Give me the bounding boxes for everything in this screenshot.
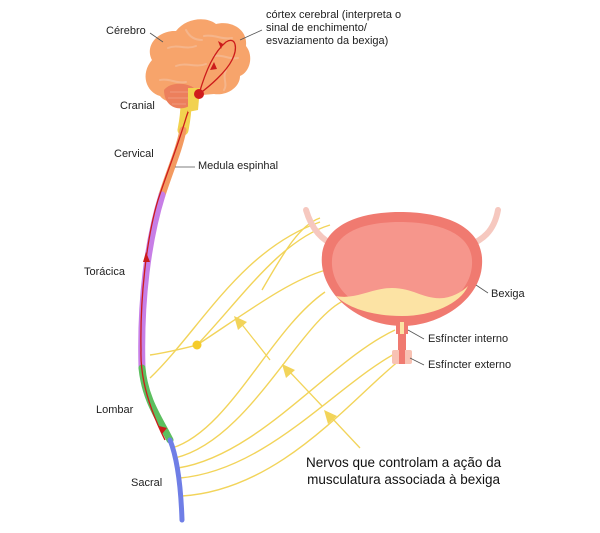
label-spinal-cord: Medula espinhal <box>198 160 279 172</box>
arrowhead-1 <box>234 316 247 330</box>
leader-external-sphincter <box>409 357 425 366</box>
nerve-thoracic-upper <box>149 221 321 379</box>
nerve-sacral-1 <box>177 329 396 469</box>
nerve-sacral-2 <box>179 349 403 479</box>
signal-path <box>140 93 200 441</box>
cortex-loop <box>198 39 237 95</box>
leader-bladder <box>475 284 489 294</box>
cortex-arrow-1 <box>210 62 217 70</box>
spinal-segment-sacral <box>167 437 185 523</box>
arrowhead-3 <box>324 410 337 424</box>
spinal-segment-thoracic <box>138 191 166 372</box>
arrow-line-2 <box>287 369 323 407</box>
external-sphincter-core <box>399 350 405 364</box>
arrow-line-1 <box>239 321 271 361</box>
nerve-ganglion-to-bladder <box>196 224 331 346</box>
label-brain: Cérebro <box>106 25 146 37</box>
cerebellum <box>164 83 196 109</box>
brain-folds <box>159 29 239 91</box>
label-cranial: Cranial <box>120 100 155 112</box>
label-lumbar: Lombar <box>96 404 134 416</box>
leader-cortex <box>239 29 263 41</box>
nerve-top <box>261 217 321 291</box>
brain <box>145 19 251 112</box>
signal-arrow-up <box>143 252 150 262</box>
internal-sphincter-core <box>400 322 404 334</box>
leader-lines <box>149 29 489 366</box>
caption-arrowheads <box>234 316 337 424</box>
label-external-sphincter: Esfíncter externo <box>428 359 512 371</box>
caption-arrows <box>239 321 361 449</box>
leader-internal-sphincter <box>407 329 425 340</box>
label-cervical: Cervical <box>114 148 154 160</box>
signal-arrow-down <box>159 426 167 434</box>
label-nerves-caption: Nervos que controlam a ação da musculatu… <box>306 455 502 487</box>
label-thoracic: Torácica <box>84 266 125 278</box>
cerebellum-lines <box>168 91 190 105</box>
cortex-arrow-2 <box>218 41 223 49</box>
nerve-sacral-3 <box>181 359 401 497</box>
ganglion-dot <box>192 340 202 350</box>
label-internal-sphincter: Esfíncter interno <box>428 333 509 345</box>
brainstem-signal-node <box>194 89 204 99</box>
arrowhead-2 <box>282 364 295 378</box>
bladder-inner <box>331 222 473 316</box>
urine <box>336 286 468 316</box>
urethra <box>398 334 406 364</box>
spinal-segment-cervical <box>158 126 187 199</box>
nerves <box>149 217 403 497</box>
label-bladder: Bexiga <box>491 288 525 300</box>
bladder <box>303 207 501 364</box>
nerve-ganglion-to-bladder-2 <box>196 269 327 346</box>
nerve-lumbar-2 <box>174 299 346 459</box>
leader-brain <box>149 32 164 43</box>
label-cortex-note: córtex cerebral (interpreta o sinal de e… <box>266 9 402 47</box>
label-sacral: Sacral <box>131 477 163 489</box>
arrow-line-3 <box>329 415 361 449</box>
nerve-lumbar-1 <box>171 291 326 449</box>
